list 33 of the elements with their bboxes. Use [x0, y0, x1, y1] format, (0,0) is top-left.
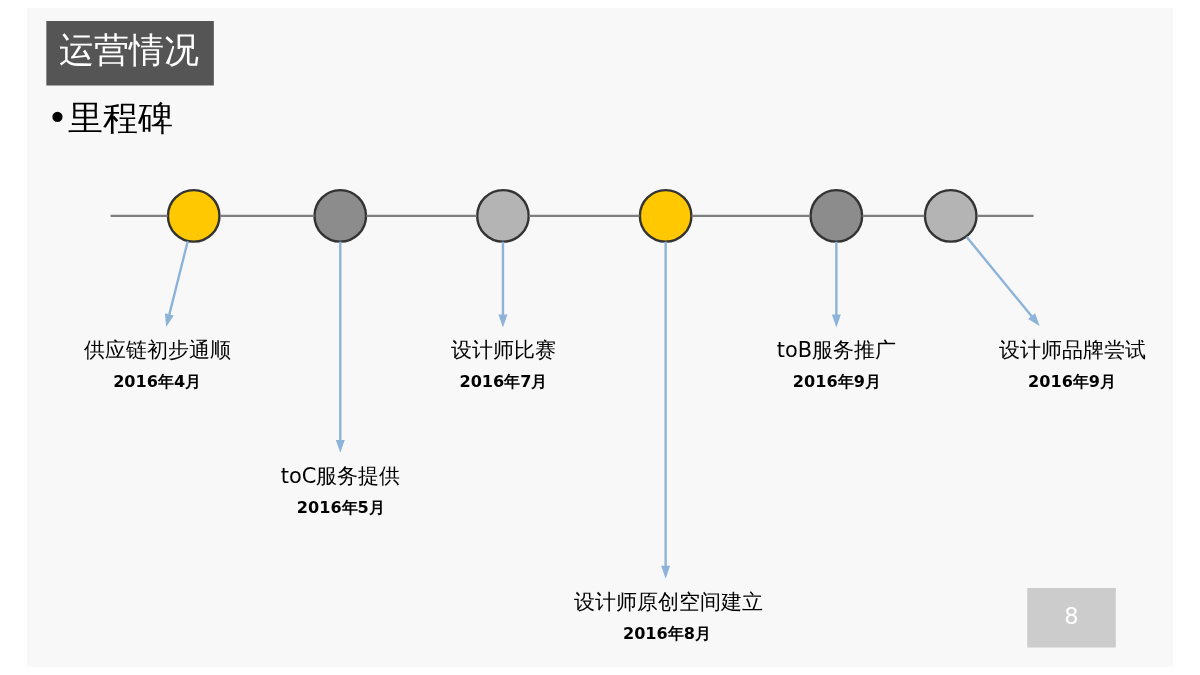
- node-circle: [313, 188, 368, 243]
- node-text: 设计师品牌尝试: [999, 338, 1147, 363]
- connector: [862, 214, 925, 218]
- arrow: [164, 240, 189, 327]
- arrow: [661, 241, 671, 579]
- node-label: 2016年4月: [113, 372, 202, 392]
- node-text: toC服务提供: [280, 464, 401, 489]
- label: •里程碑: [47, 96, 173, 138]
- connector: [691, 214, 811, 218]
- arrow: [498, 241, 508, 328]
- connector: [220, 214, 315, 218]
- node-text: toB服务推广: [776, 338, 897, 363]
- node-text: 设计师原创空间建立: [573, 589, 763, 614]
- connector: [110, 214, 168, 218]
- node-label: 2016年9月: [792, 372, 881, 392]
- node-circle: [923, 188, 978, 243]
- arrow: [831, 241, 841, 328]
- arrow: [965, 236, 1040, 327]
- arrow: [335, 241, 345, 453]
- connector: [366, 214, 477, 218]
- node-circle: [809, 188, 864, 243]
- node-circle: [476, 188, 530, 243]
- node-label: 2016年9月: [1028, 372, 1117, 392]
- node-label: 2016年7月: [459, 372, 548, 392]
- node-text: 设计师比赛: [451, 338, 557, 363]
- node-text: 供应链初步通顺: [84, 338, 232, 363]
- node-label: 2016年5月: [296, 498, 385, 518]
- node-circle: [638, 188, 693, 243]
- connector: [529, 214, 640, 218]
- node-label: 2016年8月: [622, 623, 711, 643]
- diagram-title: 运营情况: [59, 29, 200, 71]
- connector: [976, 214, 1034, 218]
- node-circle: [166, 188, 221, 243]
